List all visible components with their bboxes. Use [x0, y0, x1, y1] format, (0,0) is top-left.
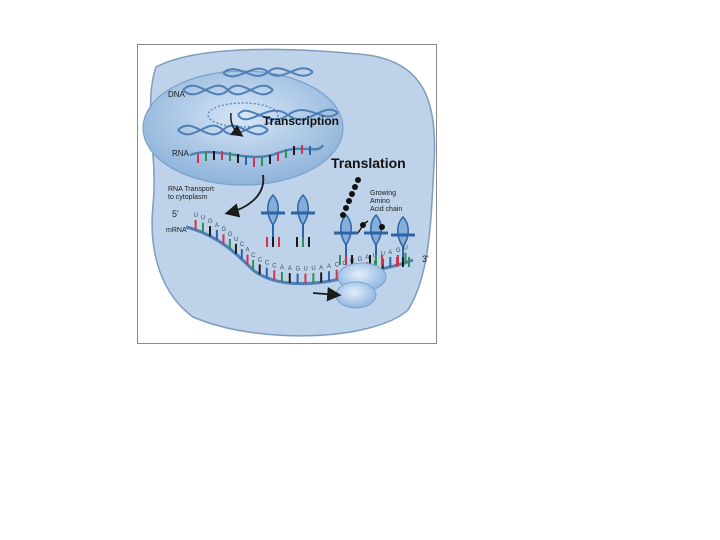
mrna-base-letter: C — [240, 242, 245, 248]
mrna-base-letter: U — [381, 252, 385, 258]
translation-direction-arrow — [312, 286, 342, 302]
mrna-base-letter: G — [222, 227, 227, 233]
growing-label-line2: Amino — [370, 198, 390, 205]
rna-strand — [189, 144, 325, 167]
trna-5 — [391, 215, 415, 267]
growing-label-line3: Acid chain — [370, 206, 402, 213]
mrna-base-letter: U — [311, 266, 315, 272]
mrna-base-letter: U — [234, 237, 238, 243]
amino-acid-chain — [340, 177, 385, 234]
rna-bases — [197, 145, 311, 167]
transcription-label: Transcription — [263, 114, 339, 128]
dna-helix — [177, 67, 339, 136]
mrna-base-letter: U — [201, 216, 205, 222]
mrna-bases: UUGAGGUCACCCCAAGUUAACCUGAUUAGU — [194, 213, 408, 284]
dna-label: DNA — [168, 90, 186, 99]
mrna-base-letter: G — [296, 267, 301, 273]
mrna-base-letter: G — [228, 232, 233, 238]
mrna-base-letter: U — [303, 267, 307, 273]
five-prime-label: 5' — [172, 209, 179, 219]
mrna-base-letter: A — [319, 265, 323, 271]
mrna-base-letter: A — [327, 264, 331, 270]
trna-molecules — [261, 193, 415, 267]
rna-transport-label-line2: to cytoplasm — [168, 194, 207, 201]
three-prime-label: 3' — [422, 254, 429, 264]
mrna-base-letter: G — [396, 248, 401, 254]
translation-label: Translation — [331, 155, 406, 171]
growing-label-line1: Growing — [370, 190, 396, 197]
mrna-base-letter: C — [251, 253, 256, 259]
trna-1 — [261, 193, 285, 247]
mrna-base-letter: A — [215, 223, 219, 229]
trna-2 — [291, 193, 315, 247]
mrna-base-letter: C — [342, 261, 347, 267]
mrna-base-letter: C — [265, 261, 270, 267]
mrna-base-letter: A — [388, 250, 392, 256]
transcription-arrow — [230, 112, 244, 137]
mrna-base-letter: C — [272, 263, 277, 269]
mrna-base-letter: G — [358, 257, 363, 263]
transport-arrow — [224, 174, 265, 218]
rna-label: RNA — [172, 149, 190, 158]
mrna-base-letter: A — [246, 248, 250, 254]
trna-4 — [364, 213, 388, 265]
mrna-base-letter: C — [258, 257, 263, 263]
mrna-base-letter: U — [403, 246, 407, 252]
gene-expression-diagram: UUGAGGUCACCCCAAGUUAACCUGAUUAGU — [137, 44, 437, 344]
mrna-base-letter: C — [335, 263, 340, 269]
diagram-canvas: UUGAGGUCACCCCAAGUUAACCUGAUUAGU — [142, 48, 436, 337]
mrna-base-letter: G — [208, 219, 213, 225]
ribosome — [335, 262, 387, 309]
rna-transport-label-line1: RNA Transport — [168, 186, 214, 193]
mrna-base-letter: A — [288, 266, 292, 272]
mrna-base-letter: A — [365, 255, 369, 261]
mrna-label: mRNA — [166, 227, 187, 234]
mrna-base-letter: U — [194, 213, 198, 219]
mrna-base-letter: A — [280, 265, 284, 271]
